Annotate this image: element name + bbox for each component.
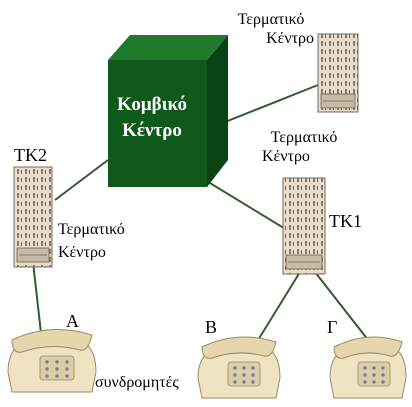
terminal-right-label: Τερματικό Κέντρο xyxy=(256,128,352,166)
terminal-right-line2: Κέντρο xyxy=(262,148,310,165)
terminal-top-line1: Τερματικό xyxy=(237,11,305,28)
phone-g xyxy=(329,336,407,399)
terminal-right-code: ΤΚ1 xyxy=(329,211,362,231)
rack-tk1 xyxy=(282,177,326,275)
hub-label-line1: Κομβικό xyxy=(116,94,188,115)
subscriber-a-label: Α xyxy=(66,311,79,331)
rack-top xyxy=(317,33,359,113)
subscribers-caption: συνδρομητές xyxy=(95,374,179,391)
connections xyxy=(32,84,373,346)
phone-a xyxy=(7,329,97,393)
rack-tk2 xyxy=(13,166,53,268)
subscriber-g-label: Γ xyxy=(327,317,338,337)
link-tk1-phone-g xyxy=(314,271,373,346)
hub-top-face xyxy=(108,35,228,60)
link-hub-tk1 xyxy=(204,179,288,231)
hub-label: Κομβικό Κέντρο xyxy=(102,92,202,144)
terminal-top-label: Τερματικό Κέντρο xyxy=(226,10,316,48)
link-hub-tk2 xyxy=(54,159,109,201)
link-tk2-phone-a xyxy=(32,261,43,343)
link-tk1-phone-b xyxy=(254,271,301,346)
phone-b xyxy=(197,336,281,399)
subscriber-b-label: Β xyxy=(205,317,218,337)
terminal-left-code: ΤΚ2 xyxy=(14,145,47,165)
hub-node xyxy=(108,35,228,187)
hub-front-face xyxy=(108,60,207,187)
terminal-top-line2: Κέντρο xyxy=(266,30,314,47)
terminal-left-line1: Τερματικό xyxy=(58,221,125,238)
terminal-right-line1: Τερματικό xyxy=(270,129,338,146)
hub-label-line2: Κέντρο xyxy=(122,120,182,141)
hub-side-face xyxy=(207,35,228,187)
terminal-left-line2: Κέντρο xyxy=(58,244,106,261)
